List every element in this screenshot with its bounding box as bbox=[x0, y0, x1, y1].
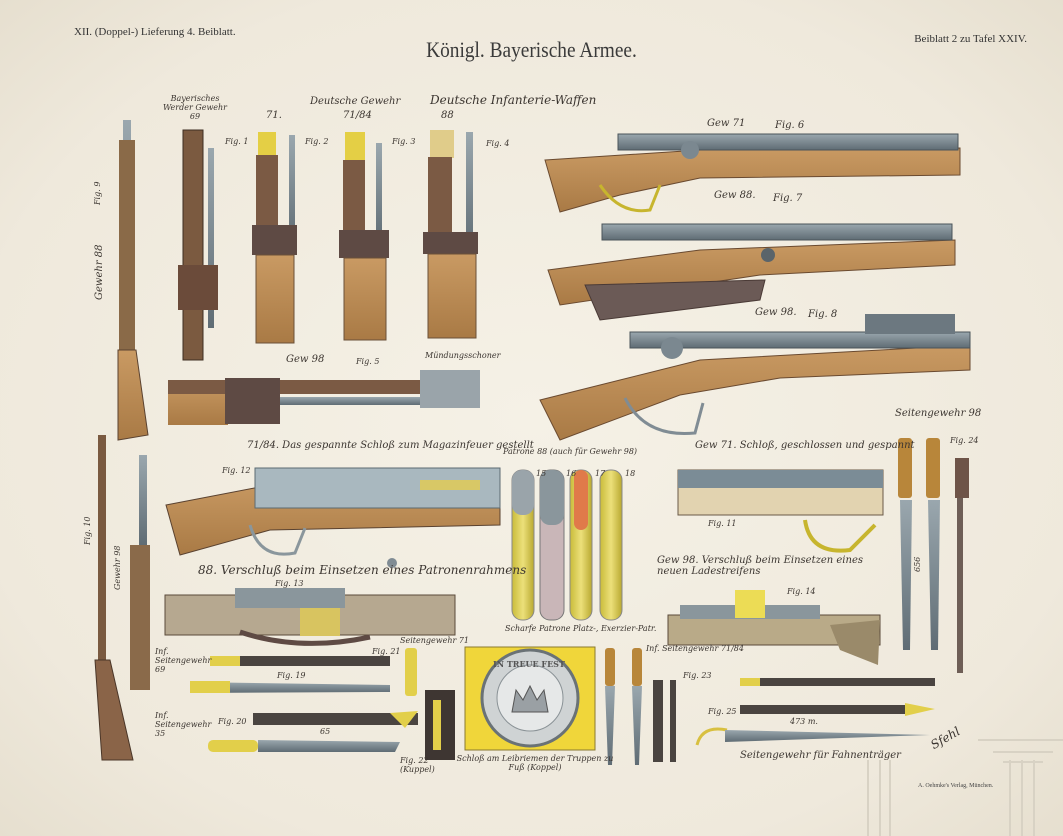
label-gew71: Gew 71 bbox=[707, 118, 746, 129]
label-fig12: Fig. 12 bbox=[222, 466, 251, 475]
label-fig20: Fig. 20 bbox=[218, 717, 247, 726]
cutaway-fig12 bbox=[165, 467, 501, 556]
label-fig21: Fig. 21 bbox=[372, 647, 401, 656]
rifle-fig10-vertical bbox=[94, 435, 134, 761]
bayonets-fig23 bbox=[605, 648, 676, 765]
label-inf-seitengewehr-7184: Inf. Seitengewehr 71/84 bbox=[646, 644, 744, 653]
label-gewehr98-vertical: Gewehr 98 bbox=[113, 545, 122, 590]
label-fig7: Fig. 7 bbox=[773, 193, 803, 204]
label-seitengewehr-fahnentraeger: Seitengewehr für Fahnenträger bbox=[740, 750, 901, 761]
label-gew71-schloss: Gew 71. Schloß, geschlossen und gespannt bbox=[695, 440, 915, 451]
belt-buckle bbox=[464, 646, 596, 751]
bayonet-98-vertical bbox=[130, 455, 150, 690]
label-fig11: Fig. 11 bbox=[708, 519, 737, 528]
label-fig9: Fig. 9 bbox=[93, 181, 102, 205]
page-title: Königl. Bayerische Armee. bbox=[426, 37, 637, 62]
plate-reference: Beiblatt 2 zu Tafel XXIV. bbox=[914, 33, 1027, 45]
cartridges bbox=[511, 469, 623, 621]
label-fig8: Fig. 8 bbox=[808, 309, 838, 320]
label-fig23: Fig. 23 bbox=[683, 671, 712, 680]
bolt-fig11 bbox=[677, 469, 884, 553]
label-gew88: Gew 88. bbox=[714, 190, 756, 201]
muzzle-fig1 bbox=[178, 129, 218, 361]
label-71: 71. bbox=[266, 110, 282, 121]
label-88: 88 bbox=[441, 110, 454, 121]
label-cartridge-types: Scharfe Patrone Platz-, Exerzier-Patr. bbox=[505, 624, 657, 633]
series-note: XII. (Doppel-) Lieferung 4. Beiblatt. bbox=[74, 26, 236, 38]
muzzle-fig2 bbox=[252, 132, 297, 344]
bayonet-fig19 bbox=[190, 656, 390, 693]
label-verschluss88: 88. Verschluß beim Einsetzen eines Patro… bbox=[198, 563, 527, 577]
label-inf-seitengewehr69: Inf. Seitengewehr 69 bbox=[155, 647, 212, 674]
label-schloss-7184: 71/84. Das gespannte Schloß zum Magazinf… bbox=[247, 440, 534, 451]
bolt-fig13 bbox=[164, 558, 456, 646]
rifle-gew88 bbox=[547, 223, 956, 321]
label-bayr-werder: Bayerisches Werder Gewehr 69 bbox=[162, 94, 228, 121]
buckle-motto: IN TREUE FEST bbox=[493, 659, 565, 669]
muzzle-fig5 bbox=[168, 370, 480, 425]
label-fig10: Fig. 10 bbox=[83, 516, 92, 546]
label-gew98-verschluss: Gew 98. Verschluß beim Einsetzen eines n… bbox=[657, 555, 863, 577]
label-fig4: Fig. 4 bbox=[486, 139, 510, 148]
label-gew98: Gew 98. bbox=[755, 307, 797, 318]
label-fig25: Fig. 25 bbox=[708, 707, 737, 716]
label-schloss-koppel: Schloß am Leibriemen der Truppen zu Fuß … bbox=[456, 754, 614, 772]
bolt-fig14 bbox=[667, 590, 881, 665]
label-length-65: 65 bbox=[320, 727, 331, 736]
publisher-imprint: A. Oehmke's Verlag, München. bbox=[918, 783, 994, 789]
bayonet-fig21 bbox=[405, 648, 455, 760]
muzzle-fig3 bbox=[339, 132, 389, 341]
label-seitengewehr98: Seitengewehr 98 bbox=[895, 408, 982, 419]
bayonet-fig20 bbox=[208, 711, 418, 752]
label-fig5: Fig. 5 bbox=[356, 357, 380, 366]
label-fig3: Fig. 3 bbox=[392, 137, 416, 146]
bayonets-seitengewehr98 bbox=[898, 438, 969, 673]
muzzle-fig4 bbox=[423, 130, 478, 339]
label-deutsche-gewehr: Deutsche Gewehr bbox=[310, 96, 401, 107]
rifle-fig9-vertical bbox=[117, 120, 149, 441]
label-fig6: Fig. 6 bbox=[775, 120, 805, 131]
label-gewehr88-vertical: Gewehr 88 bbox=[94, 244, 105, 300]
label-length-656: 656 bbox=[913, 556, 922, 572]
label-fig17: 17 bbox=[595, 469, 606, 478]
label-fig13: Fig. 13 bbox=[275, 579, 304, 588]
label-gew98-fig5: Gew 98 bbox=[286, 354, 325, 365]
label-inf-seitengewehr35: Inf. Seitengewehr 35 bbox=[155, 711, 212, 738]
label-muendungsschoner: Mündungsschoner bbox=[425, 351, 501, 360]
label-deutsche-inf-waffen: Deutsche Infanterie-Waffen bbox=[430, 93, 597, 107]
label-fig22: Fig. 22 (Kuppel) bbox=[400, 756, 435, 774]
bayonets-fig25 bbox=[695, 678, 935, 746]
label-patrone: Patrone 88 (auch für Gewehr 98) bbox=[503, 447, 638, 456]
label-fig1: Fig. 1 bbox=[225, 137, 249, 146]
decorative-pillars bbox=[867, 739, 1063, 836]
label-fig16: 16 bbox=[566, 469, 577, 478]
label-fig14: Fig. 14 bbox=[787, 587, 816, 596]
label-fig24: Fig. 24 bbox=[950, 436, 979, 445]
label-length-473: 473 m. bbox=[790, 717, 818, 726]
label-fig15: 15 bbox=[536, 469, 547, 478]
label-fig2: Fig. 2 bbox=[305, 137, 329, 146]
label-seitengewehr71: Seitengewehr 71 bbox=[400, 636, 470, 645]
label-71-84: 71/84 bbox=[343, 110, 372, 121]
label-fig19: Fig. 19 bbox=[277, 671, 306, 680]
rifle-gew98 bbox=[539, 314, 971, 441]
rifle-gew71 bbox=[544, 133, 961, 213]
label-fig18: 18 bbox=[625, 469, 636, 478]
